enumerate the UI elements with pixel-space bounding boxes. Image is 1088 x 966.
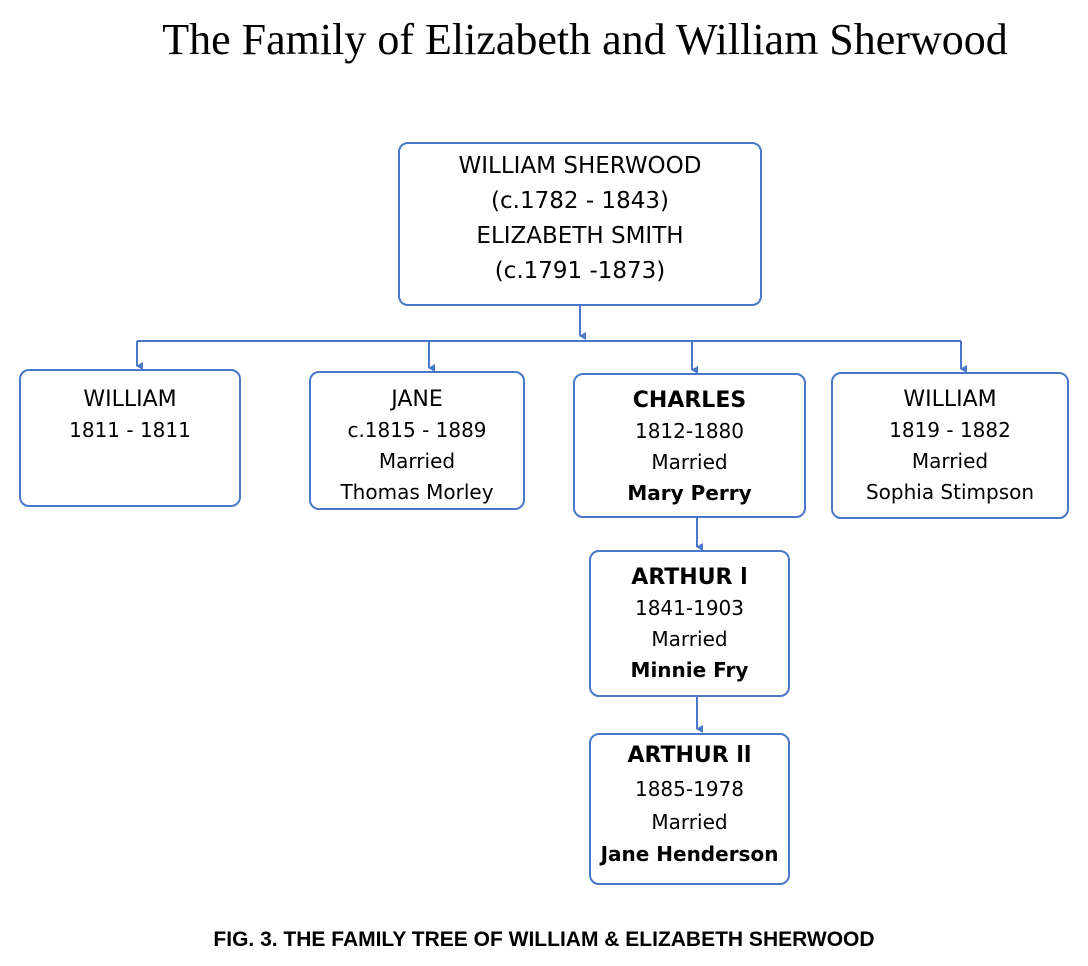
node-name: WILLIAM xyxy=(903,387,997,412)
node-spouse: Thomas Morley xyxy=(340,480,494,504)
page-title: The Family of Elizabeth and William Sher… xyxy=(162,15,1008,64)
node-william-1811: WILLIAM 1811 - 1811 xyxy=(19,369,241,507)
node-spouse: Jane Henderson xyxy=(600,842,779,866)
node-dates: 1841-1903 xyxy=(634,596,744,620)
node-name: ARTHUR ll xyxy=(627,743,752,768)
node-name: JANE xyxy=(391,387,443,412)
node-spouse: Minnie Fry xyxy=(630,658,749,682)
root-name-william: WILLIAM SHERWOOD xyxy=(458,153,702,179)
node-dates: 1811 - 1811 xyxy=(69,418,191,442)
node-charles: CHARLES 1812-1880 Married Mary Perry xyxy=(573,373,806,518)
node-married: Married xyxy=(651,810,728,834)
root-name-elizabeth: ELIZABETH SMITH xyxy=(476,223,684,249)
node-spouse: Mary Perry xyxy=(627,481,752,505)
node-root-parents: WILLIAM SHERWOOD (c.1782 - 1843) ELIZABE… xyxy=(398,142,762,306)
node-spouse: Sophia Stimpson xyxy=(865,480,1035,504)
root-dates-william: (c.1782 - 1843) xyxy=(491,188,669,214)
node-dates: c.1815 - 1889 xyxy=(347,418,487,442)
node-name: WILLIAM xyxy=(83,387,177,412)
node-arthur-2: ARTHUR ll 1885-1978 Married Jane Henders… xyxy=(589,733,790,885)
node-name: CHARLES xyxy=(632,388,747,413)
node-dates: 1885-1978 xyxy=(634,777,744,801)
node-married: Married xyxy=(378,449,456,473)
node-arthur-1: ARTHUR l 1841-1903 Married Minnie Fry xyxy=(589,550,790,697)
node-married: Married xyxy=(651,627,728,651)
node-william-1819: WILLIAM 1819 - 1882 Married Sophia Stimp… xyxy=(831,372,1069,519)
node-name: ARTHUR l xyxy=(631,565,748,590)
node-married: Married xyxy=(911,449,989,473)
node-jane: JANE c.1815 - 1889 Married Thomas Morley xyxy=(309,371,525,510)
node-dates: 1812-1880 xyxy=(634,419,744,443)
figure-caption: FIG. 3. THE FAMILY TREE OF WILLIAM & ELI… xyxy=(213,928,875,951)
root-dates-elizabeth: (c.1791 -1873) xyxy=(494,258,666,284)
node-dates: 1819 - 1882 xyxy=(889,418,1011,442)
node-married: Married xyxy=(651,450,728,474)
